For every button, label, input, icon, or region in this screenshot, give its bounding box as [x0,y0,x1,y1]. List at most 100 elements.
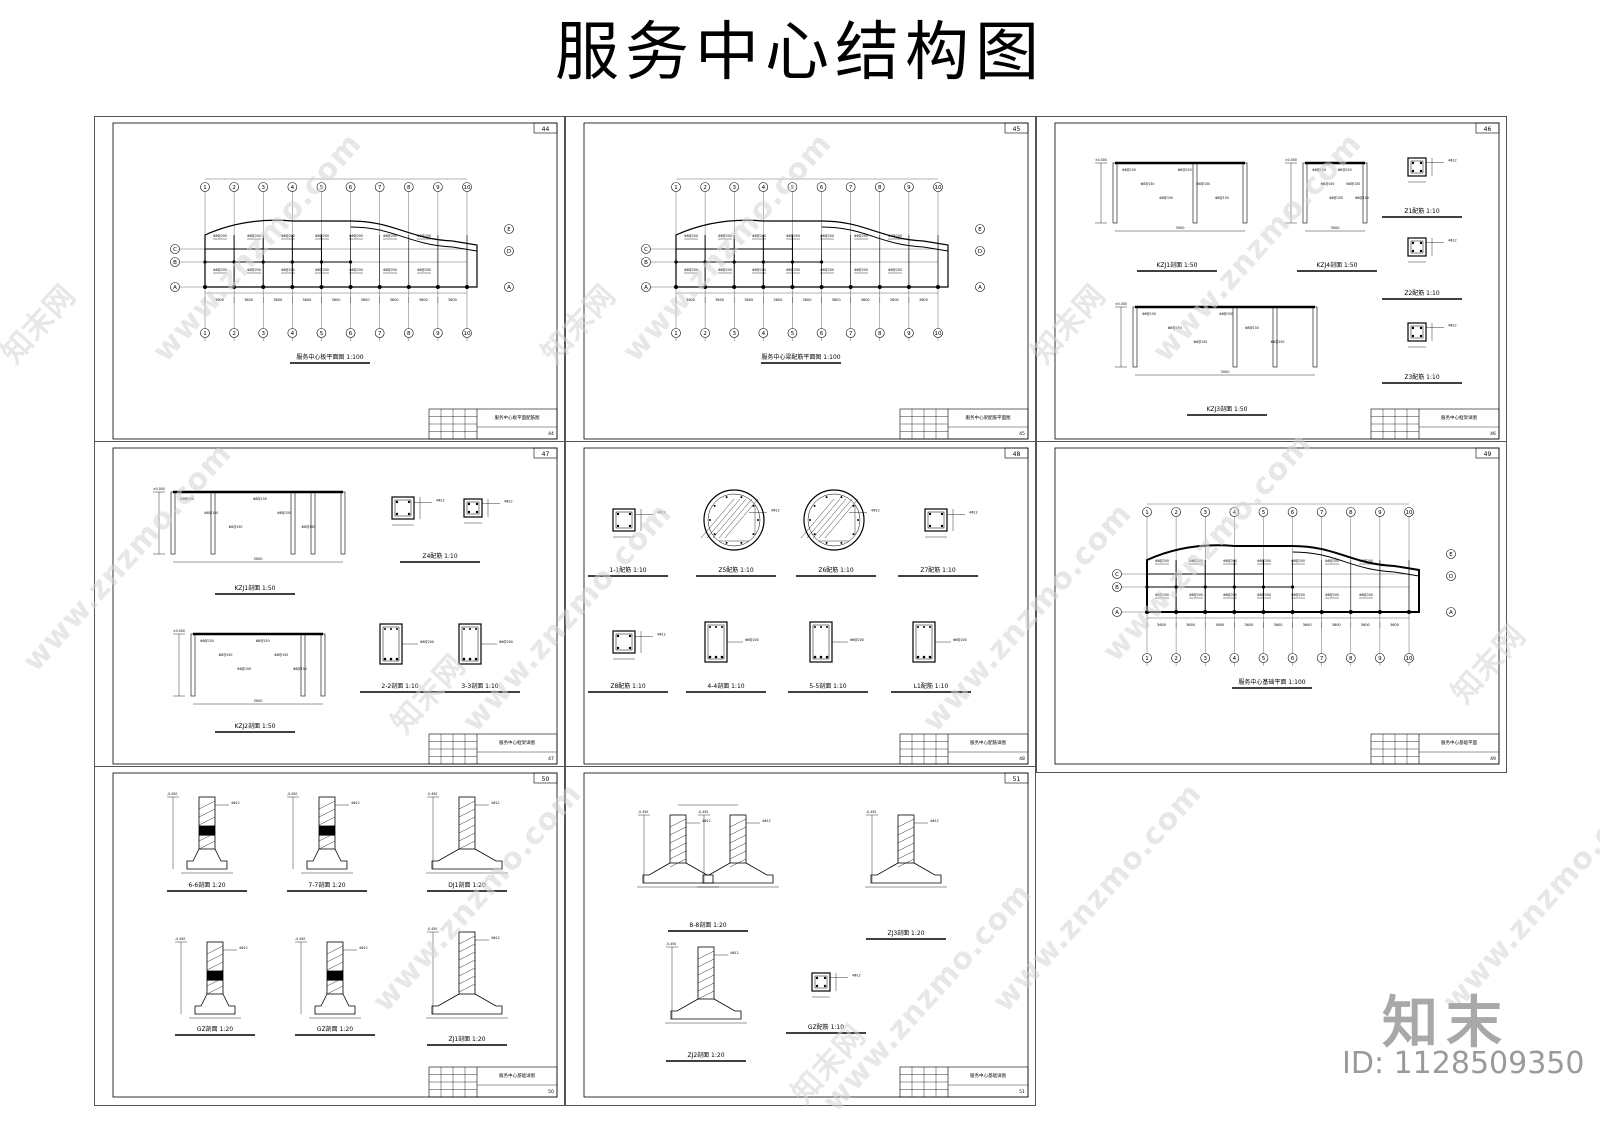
drawing-caption: 7-7剖面 1:20 [308,881,345,889]
axis-label: A [1115,610,1119,616]
svg-text:3600: 3600 [361,298,370,302]
axis-bubble [1404,507,1414,517]
axis-bubble [641,282,651,292]
drawing-caption: KZJ4剖面 1:50 [1316,261,1357,269]
axis-label: A [978,285,982,291]
svg-text:4Φ12: 4Φ12 [871,509,880,513]
page-title: 服务中心结构图 [555,16,1045,90]
svg-text:Φ8@200: Φ8@200 [752,234,766,238]
svg-text:Φ6@200: Φ6@200 [953,638,967,642]
axis-label: 6 [1291,510,1295,516]
svg-text:-0.450: -0.450 [295,937,305,941]
title-block-text: 服务中心框架详图 [499,739,535,746]
svg-text:3600: 3600 [744,298,753,302]
svg-text:-0.450: -0.450 [866,810,876,814]
frame-drawings: ±0.000Φ8@150Φ8@150Φ8@150Φ8@150Φ8@150Φ8@1… [1095,157,1457,376]
svg-text:4Φ12: 4Φ12 [657,511,666,515]
axis-label: 2 [1174,510,1178,516]
axis-label: 7 [378,185,382,191]
axis-bubble [1375,653,1385,663]
drawing-caption: Z1配筋 1:10 [1404,207,1439,215]
svg-text:Φ8@200: Φ8@200 [888,268,902,272]
axis-bubble [1345,507,1356,517]
axis-bubble [1200,653,1211,663]
axis-bubble [729,328,740,338]
axis-bubble [504,224,514,234]
title-block-number: 51 [1019,1089,1025,1095]
axis-bubble [1345,653,1356,663]
axis-bubble [1142,653,1152,663]
axis-bubble [671,182,681,192]
svg-text:Φ8@200: Φ8@200 [349,234,363,238]
axis-label: 8 [407,185,411,191]
svg-text:-0.450: -0.450 [287,792,297,796]
svg-text:Φ8@200: Φ8@200 [1223,559,1237,563]
axis-label: 10 [935,331,942,337]
axis-bubble [816,182,827,192]
svg-text:3600: 3600 [773,298,782,302]
svg-text:3600: 3600 [215,298,224,302]
svg-text:Φ8@200: Φ8@200 [1155,559,1169,563]
svg-text:Φ8@200: Φ8@200 [820,234,834,238]
title-block-number: 45 [1019,431,1025,437]
axis-bubble [170,257,180,267]
axis-bubble [845,182,856,192]
axis-bubble [287,182,298,192]
svg-text:Φ8@150: Φ8@150 [180,497,194,501]
axis-bubble [1200,507,1211,517]
axis-bubble [345,328,356,338]
sheet-drawing: 45服务中心梁配筋平面图451122334455667788991010ABCE… [583,122,1029,440]
axis-bubble [433,182,443,192]
axis-label: E [978,227,982,233]
axis-bubble [170,282,180,292]
svg-text:4Φ12: 4Φ12 [351,801,360,805]
svg-text:Φ8@200: Φ8@200 [315,234,329,238]
axis-bubble [1142,507,1152,517]
axis-label: 9 [1378,656,1382,662]
axis-bubble [403,182,414,192]
svg-text:Φ8@200: Φ8@200 [1325,559,1339,563]
svg-text:3000: 3000 [254,557,263,561]
svg-text:Φ8@200: Φ8@200 [1291,559,1305,563]
svg-text:4Φ12: 4Φ12 [231,801,240,805]
svg-text:Φ8@200: Φ8@200 [854,268,868,272]
axis-label: 1 [674,185,678,191]
svg-text:-0.450: -0.450 [427,927,437,931]
svg-text:Φ8@150: Φ8@150 [1159,196,1173,200]
axis-label: 8 [407,331,411,337]
drawing-caption: KZJ2剖面 1:50 [234,722,275,730]
svg-text:Φ8@200: Φ8@200 [281,268,295,272]
svg-text:Φ8@200: Φ8@200 [1257,559,1271,563]
svg-text:Φ8@150: Φ8@150 [200,639,214,643]
axis-bubble [345,182,356,192]
svg-text:3600: 3600 [715,298,724,302]
drawing-caption: Z6配筋 1:10 [818,566,853,574]
title-block-text: 服务中心框架详图 [1441,414,1477,421]
axis-bubble [462,182,472,192]
svg-text:3600: 3600 [1274,623,1283,627]
svg-text:-0.450: -0.450 [638,810,648,814]
drawing-caption: Z7配筋 1:10 [920,566,955,574]
axis-label: B [173,260,177,266]
axis-label: 1 [1145,656,1149,662]
sheet-drawing: 47服务中心框架详图47±0.000Φ8@150Φ8@150Φ8@150Φ8@1… [112,447,558,765]
svg-text:Φ8@200: Φ8@200 [383,234,397,238]
axis-label: 5 [320,331,324,337]
axis-bubble [729,182,740,192]
axis-bubble [1229,507,1240,517]
svg-text:Φ8@200: Φ8@200 [1291,593,1305,597]
svg-text:3600: 3600 [1390,623,1399,627]
svg-text:Φ8@200: Φ8@200 [1189,593,1203,597]
svg-text:Φ8@150: Φ8@150 [1215,196,1229,200]
svg-text:Φ6@200: Φ6@200 [745,638,759,642]
